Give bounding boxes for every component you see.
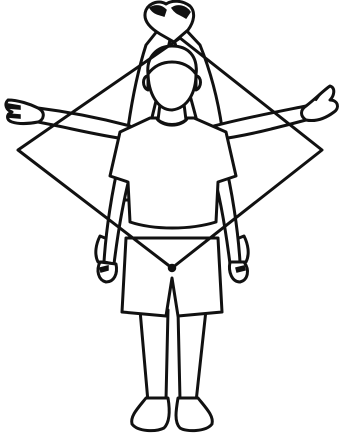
left-leg bbox=[140, 310, 168, 402]
standing-figure bbox=[98, 46, 247, 431]
t-shirt bbox=[110, 118, 236, 228]
right-ear bbox=[196, 76, 201, 90]
left-horizontal-hand bbox=[6, 100, 43, 124]
left-shoe bbox=[132, 398, 170, 431]
right-fist-knuckles bbox=[236, 266, 245, 272]
shorts bbox=[122, 238, 222, 316]
left-ear bbox=[144, 76, 149, 90]
right-shoe bbox=[176, 398, 212, 431]
diamond-lower-vertex-dot bbox=[169, 265, 176, 272]
right-leg bbox=[178, 310, 206, 402]
right-horizontal-hand bbox=[302, 86, 338, 121]
